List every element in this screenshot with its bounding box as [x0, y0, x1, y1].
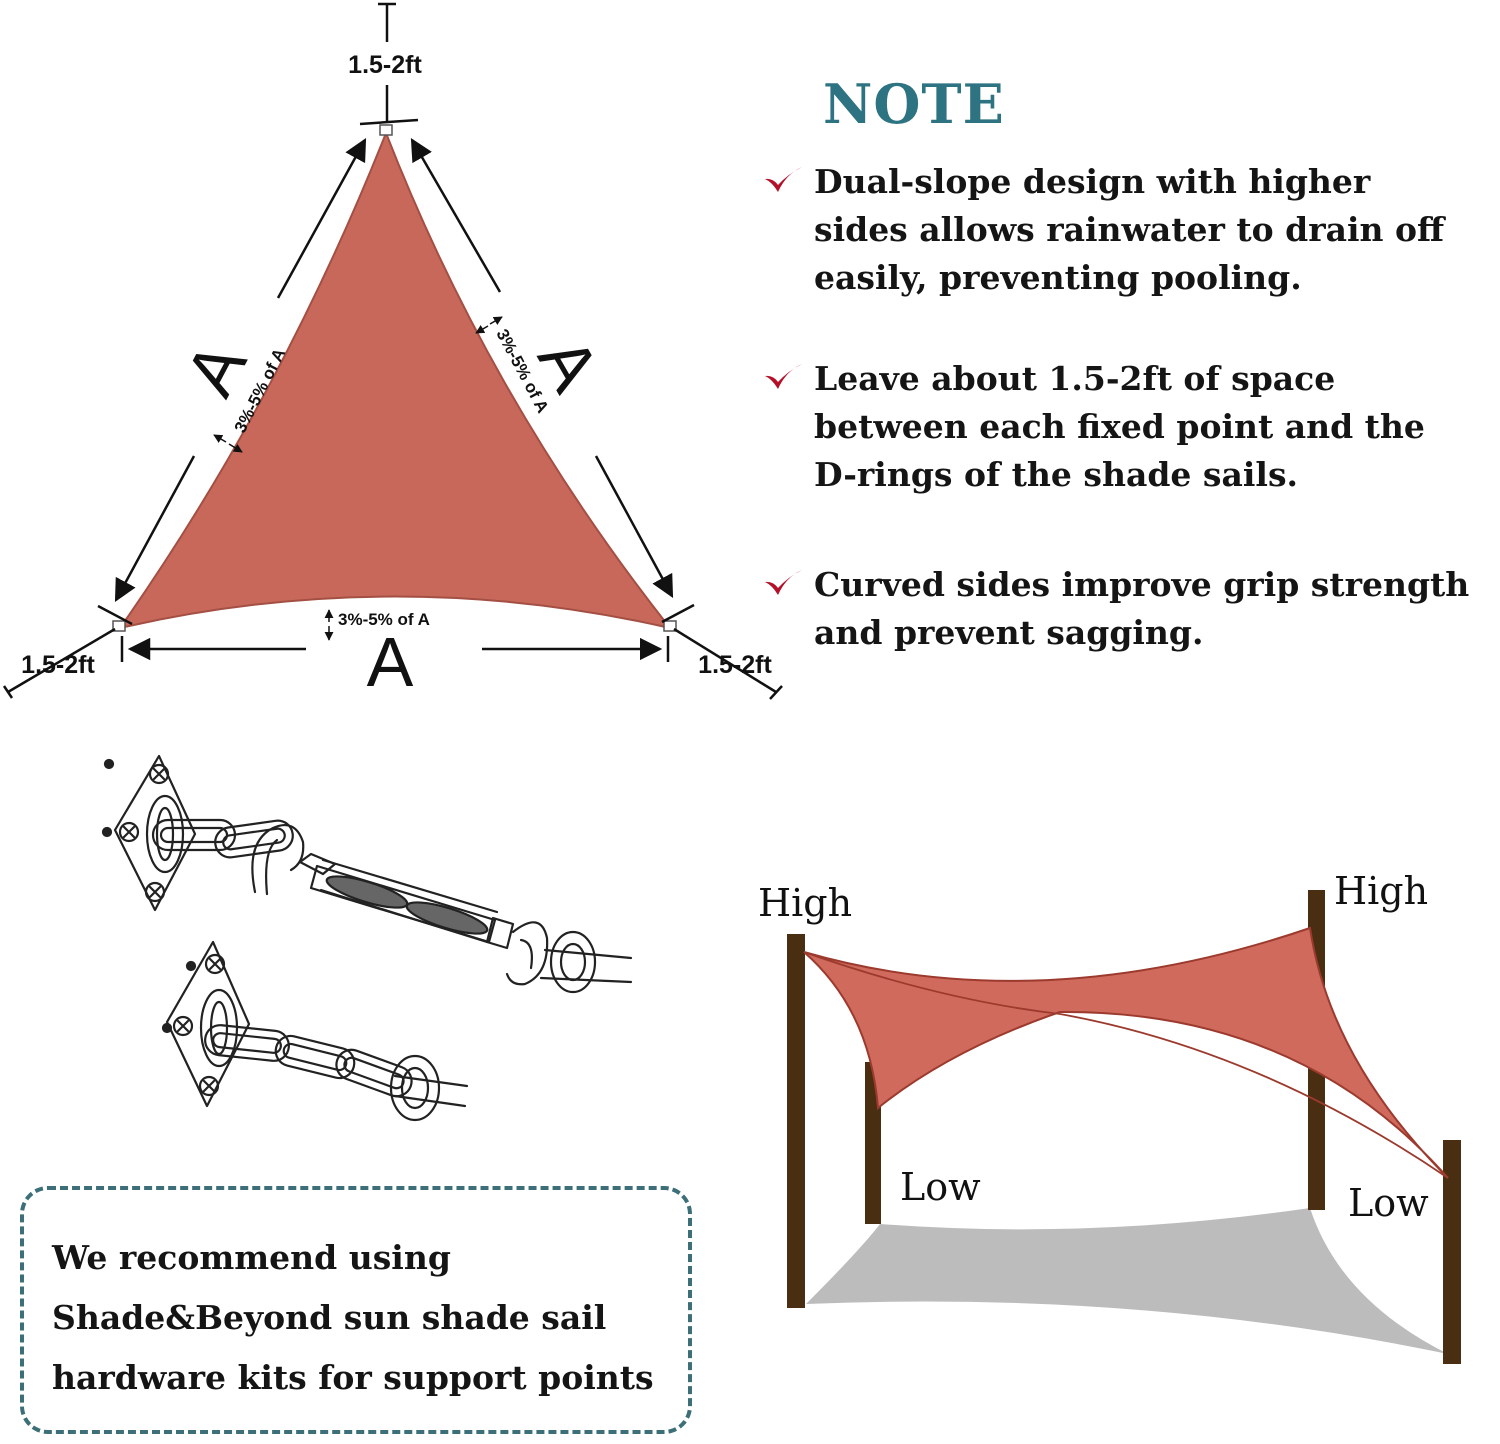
left-spacing-label: 1.5-2ft [21, 651, 95, 679]
checkmark-icon [765, 364, 802, 389]
top-spacing-label: 1.5-2ft [348, 51, 422, 79]
note-item-dual-slope: Dual-slope design with higher sides allo… [762, 158, 1492, 308]
checkmark-icon [765, 570, 802, 595]
recommend-text: We recommend using Shade&Beyond sun shad… [52, 1228, 692, 1408]
right-curve-arrow [475, 325, 489, 334]
triangle-dimension-diagram: 1.5-2ft 1.5-2ft 1.5-2ft A A A 3%-5% of A… [2, 2, 783, 701]
right-side-dimension [410, 138, 674, 598]
sail-shadow [806, 1208, 1448, 1354]
left-side-dimension [114, 138, 367, 602]
note-line: between each fixed point and the [814, 407, 1425, 446]
low-label-left: Low [900, 1165, 981, 1209]
left-spacing-dimension [2, 604, 133, 699]
turnbuckle [298, 852, 515, 950]
note-line: sides allows rainwater to drain off [814, 210, 1445, 249]
left-curve-arrow-2 [228, 443, 243, 453]
chain-links-bottom [204, 1024, 413, 1098]
post-front-right-low [1443, 1140, 1461, 1364]
hook-left [251, 824, 305, 894]
left-curve-arrow [213, 434, 227, 443]
rope-thimble-bottom [389, 1054, 469, 1122]
triangular-sail [117, 130, 673, 630]
note-item-curved-sides: Curved sides improve grip strength and p… [762, 561, 1492, 661]
recommend-line: Shade&Beyond sun shade sail [52, 1298, 607, 1337]
recommend-line: We recommend using [52, 1238, 451, 1277]
bottom-curve-label: 3%-5% of A [338, 610, 430, 629]
d-ring-right [663, 620, 677, 632]
post-front-left-high [787, 934, 805, 1308]
low-label-right: Low [1348, 1181, 1429, 1225]
hardware-kit-drawing [101, 754, 633, 1122]
note-line: D-rings of the shade sails. [814, 455, 1299, 494]
right-curve-arrow-2 [489, 316, 503, 325]
bottom-side-label: A [367, 623, 414, 701]
rope-thimble-top [539, 930, 633, 994]
pad-eye-plate-top [101, 754, 197, 912]
shade-sail [803, 926, 1449, 1179]
note-line: Dual-slope design with higher [814, 162, 1371, 201]
d-ring-top [379, 124, 393, 136]
top-spacing-dimension [359, 2, 419, 126]
pad-eye-plate-bottom [161, 940, 251, 1108]
note-line: and prevent sagging. [814, 613, 1204, 652]
d-ring-left [112, 620, 126, 632]
high-label-right: High [1334, 869, 1428, 913]
note-line: easily, preventing pooling. [814, 258, 1302, 297]
right-spacing-label: 1.5-2ft [698, 651, 772, 679]
note-line: Curved sides improve grip strength [814, 565, 1470, 604]
note-title: NOTE [823, 72, 1005, 136]
chain-links-top [151, 818, 294, 859]
recommend-line: hardware kits for support points [52, 1358, 654, 1397]
checkmark-icon [765, 167, 802, 192]
bottom-side-dimension [120, 636, 670, 662]
note-item-spacing: Leave about 1.5-2ft of space between eac… [762, 355, 1492, 505]
recommend-box: We recommend using Shade&Beyond sun shad… [20, 1186, 692, 1434]
high-label-left: High [758, 881, 852, 925]
hook-right [505, 921, 549, 986]
right-spacing-dimension [661, 603, 783, 700]
note-line: Leave about 1.5-2ft of space [814, 359, 1336, 398]
installation-illustration: High High Low Low [758, 869, 1461, 1364]
